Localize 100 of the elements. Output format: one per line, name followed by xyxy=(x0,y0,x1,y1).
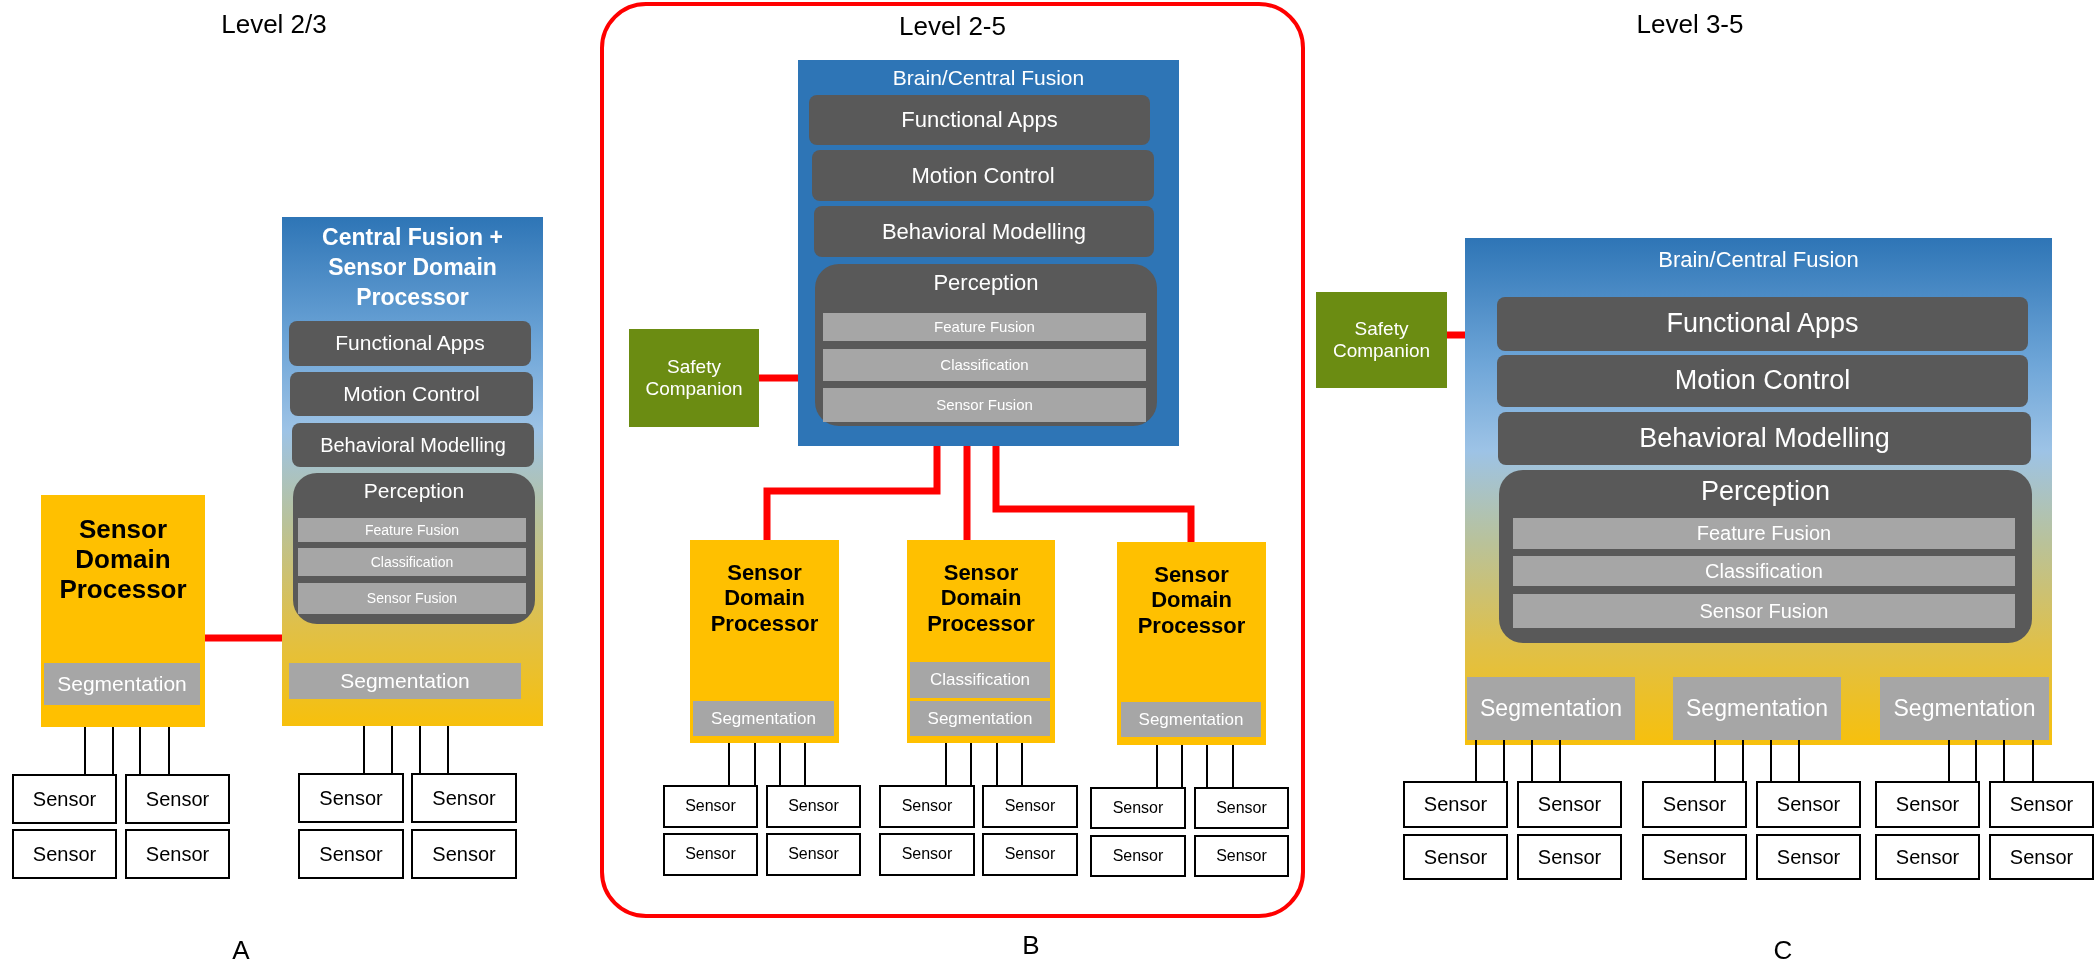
processor-title: Brain/Central Fusion xyxy=(1658,247,1859,273)
processor-title: Brain/Central Fusion xyxy=(892,66,1085,91)
layer-box xyxy=(809,95,1150,145)
module-label: Segmentation xyxy=(1893,695,2036,722)
layer-label: Functional Apps xyxy=(1666,308,1859,340)
sensor-box xyxy=(411,829,517,879)
sensor-label: Sensor xyxy=(1776,793,1841,816)
sensor-box xyxy=(766,785,861,828)
layer-box xyxy=(812,150,1154,201)
sensor-label: Sensor xyxy=(685,845,736,864)
processor-box xyxy=(282,217,543,726)
layer-label: Perception xyxy=(363,479,465,504)
sensor-label: Sensor xyxy=(145,787,210,811)
module-bar xyxy=(298,548,526,576)
sensor-box xyxy=(1090,835,1186,877)
caption-label: C xyxy=(1773,934,1793,966)
sensor-box xyxy=(1989,834,2094,880)
layer-box xyxy=(1497,355,2028,407)
sensor-label: Sensor xyxy=(1895,793,1960,816)
sensor-label: Sensor xyxy=(1423,793,1488,816)
sensor-box xyxy=(1756,781,1861,828)
module-bar xyxy=(1673,677,1841,740)
group-frame xyxy=(600,2,1305,918)
sensor-box xyxy=(298,773,404,823)
module-label: Sensor Fusion xyxy=(1699,599,1829,623)
processor-box xyxy=(798,60,1179,446)
module-label: Feature Fusion xyxy=(934,318,1035,336)
module-bar xyxy=(693,701,834,736)
sensor-label: Sensor xyxy=(1216,846,1267,866)
wire-line xyxy=(2003,739,2005,782)
wire-line xyxy=(1531,739,1533,782)
layer-label: Motion Control xyxy=(343,381,480,407)
wire-line xyxy=(970,742,972,786)
module-label: Feature Fusion xyxy=(1696,522,1832,545)
layer-box xyxy=(290,372,533,416)
sensor-label: Sensor xyxy=(2009,793,2074,816)
sensor-box xyxy=(1642,781,1747,828)
link-line xyxy=(963,446,971,540)
layer-label: Perception xyxy=(1700,476,1831,508)
module-bar xyxy=(298,518,526,542)
wire-line xyxy=(1770,739,1772,782)
link-line xyxy=(759,374,798,382)
layer-box xyxy=(814,206,1154,257)
processor-title: Sensor Domain Processor xyxy=(58,515,188,605)
sensor-box xyxy=(1642,834,1747,880)
sensor-label: Sensor xyxy=(432,842,496,866)
wire-line xyxy=(1232,744,1234,788)
wire-line xyxy=(84,726,86,775)
link-line xyxy=(992,446,1195,542)
layer-label: Motion Control xyxy=(1674,365,1851,397)
processor-box xyxy=(1117,542,1266,745)
caption-label: Level 3-5 xyxy=(1636,8,1744,40)
link-line xyxy=(1447,331,1465,339)
sensor-box xyxy=(1875,781,1980,828)
layer-label: Motion Control xyxy=(911,162,1055,189)
sensor-box xyxy=(1194,787,1289,829)
module-label: Segmentation xyxy=(340,668,470,694)
layer-box xyxy=(1499,470,2032,643)
sensor-label: Sensor xyxy=(2009,845,2074,869)
layer-label: Behavioral Modelling xyxy=(320,433,506,457)
layer-label: Functional Apps xyxy=(901,107,1058,133)
caption-label: Level 2/3 xyxy=(221,8,327,40)
module-bar xyxy=(1880,677,2049,740)
sensor-box xyxy=(12,774,117,824)
caption-label: A xyxy=(232,934,250,966)
sensor-box xyxy=(125,829,230,879)
module-bar xyxy=(910,701,1050,736)
sensor-box xyxy=(982,785,1078,828)
sensor-label: Sensor xyxy=(1112,798,1164,818)
wire-line xyxy=(945,742,947,786)
companion-box xyxy=(629,329,759,427)
module-label: Classification xyxy=(1705,559,1823,583)
layer-label: Perception xyxy=(933,270,1039,296)
processor-title: Sensor Domain Processor xyxy=(926,560,1036,636)
sensor-label: Sensor xyxy=(901,845,953,864)
sensor-label: Sensor xyxy=(1537,845,1602,869)
module-label: Classification xyxy=(370,553,454,571)
module-bar xyxy=(1467,677,1635,740)
sensor-label: Sensor xyxy=(1537,793,1602,816)
module-bar xyxy=(823,349,1146,381)
module-label: Segmentation xyxy=(1686,695,1828,722)
sensor-box xyxy=(1989,781,2094,828)
layer-label: Behavioral Modelling xyxy=(1639,422,1890,454)
wire-line xyxy=(1206,744,1208,788)
module-bar xyxy=(823,313,1146,341)
module-bar xyxy=(823,388,1146,422)
processor-box xyxy=(1465,238,2052,745)
wire-line xyxy=(1559,739,1561,782)
wire-line xyxy=(996,742,998,786)
module-bar xyxy=(44,663,200,705)
sensor-box xyxy=(663,785,758,828)
processor-title: Sensor Domain Processor xyxy=(709,560,820,636)
processor-box xyxy=(41,495,205,727)
sensor-label: Sensor xyxy=(1895,845,1960,869)
sensor-label: Sensor xyxy=(32,842,97,866)
processor-box xyxy=(907,540,1055,743)
sensor-label: Sensor xyxy=(1776,845,1841,869)
sensor-box xyxy=(298,829,404,879)
module-bar xyxy=(910,662,1050,698)
module-label: Classification xyxy=(929,670,1031,690)
